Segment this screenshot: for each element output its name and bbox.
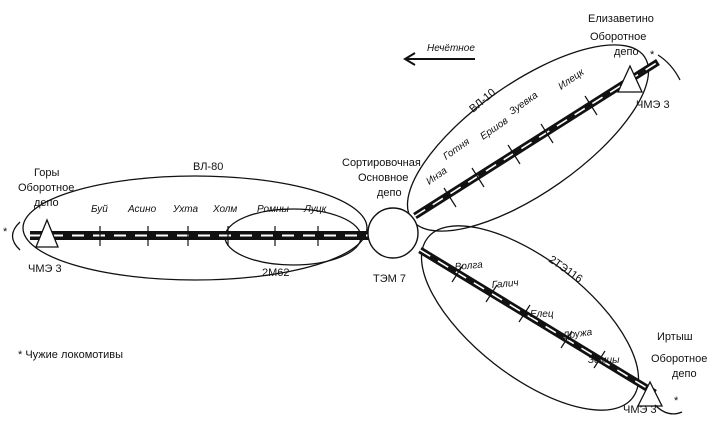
direction-arrow — [403, 52, 475, 66]
turnaround-arc — [11, 221, 21, 251]
turnaround-arc — [657, 54, 681, 81]
station-tick — [560, 330, 573, 349]
station-label: Илецк — [556, 66, 587, 92]
station-tick — [507, 144, 521, 165]
station-tick — [540, 123, 554, 144]
turnaround-arc — [654, 404, 683, 415]
station-label: Луцк — [303, 204, 328, 215]
station-label: Инза — [424, 165, 449, 187]
station-label: Дружа — [561, 327, 593, 342]
southeast-loco-label: 2ТЭ116 — [546, 254, 584, 286]
elizavetino-loco: ЧМЭ 3 — [636, 99, 670, 111]
elizavetino-depot-triangle — [616, 64, 644, 93]
irtysh-name: Иртыш — [657, 331, 693, 343]
main-depot-circle — [367, 207, 419, 259]
station-label: Галич — [491, 278, 519, 291]
station-tick — [584, 95, 598, 116]
northeast-loco-label: ВЛ-10 — [467, 87, 498, 116]
irtysh-line1: Оборотное — [651, 353, 707, 365]
station-tick — [485, 284, 498, 303]
irtysh-line2: депо — [672, 368, 697, 380]
station-label: Ромны — [257, 204, 289, 215]
station-label: Земцы — [588, 355, 620, 366]
station-label: Холм — [212, 204, 237, 215]
station-label: Зуевка — [507, 90, 540, 118]
west-line-loop — [22, 175, 368, 281]
southeast-track — [418, 247, 657, 396]
main-depot-line2: Основное — [358, 172, 408, 184]
legend-symbol: * — [18, 349, 23, 361]
legend-text: Чужие локомотивы — [25, 349, 124, 361]
main-depot-line1: Сортировочная — [342, 157, 421, 169]
gory-line2: депо — [34, 197, 59, 209]
west-loco-label: ВЛ-80 — [193, 161, 223, 173]
gory-depot-triangle — [35, 218, 59, 248]
elizavetino-name: Елизаветино — [588, 13, 654, 25]
southeast-line-loop — [420, 225, 640, 411]
station-tick — [518, 304, 531, 323]
station-label: Готня — [441, 136, 472, 162]
gory-name: Горы — [34, 167, 59, 179]
foreign-loco-marker: * — [650, 49, 655, 61]
foreign-loco-marker: * — [674, 395, 679, 407]
elizavetino-line1: Оборотное — [590, 31, 646, 43]
station-label: Волга — [454, 260, 483, 273]
west-track — [30, 231, 370, 240]
gory-line1: Оборотное — [18, 182, 74, 194]
station-label: Елец — [530, 309, 554, 320]
station-tick — [593, 350, 606, 369]
irtysh-depot-triangle — [636, 380, 664, 407]
station-tick — [443, 187, 457, 208]
station-label: Асино — [127, 204, 157, 215]
direction-label: Нечётное — [427, 43, 475, 54]
station-label: Ухта — [172, 204, 198, 215]
main-depot-loco: ТЭМ 7 — [373, 273, 406, 285]
station-label: Буй — [91, 204, 108, 215]
gory-loco: ЧМЭ 3 — [28, 263, 62, 275]
northeast-track — [413, 59, 660, 219]
legend: * Чужие локомотивы — [18, 349, 123, 361]
foreign-loco-marker: * — [3, 226, 8, 238]
station-tick — [451, 264, 464, 283]
irtysh-loco: ЧМЭ 3 — [623, 404, 657, 416]
station-tick — [471, 167, 485, 188]
elizavetino-line2: депо — [614, 46, 639, 58]
station-label: Ершов — [478, 115, 510, 142]
main-depot-line3: депо — [377, 187, 402, 199]
inner-loco-label: 2М62 — [262, 267, 290, 279]
